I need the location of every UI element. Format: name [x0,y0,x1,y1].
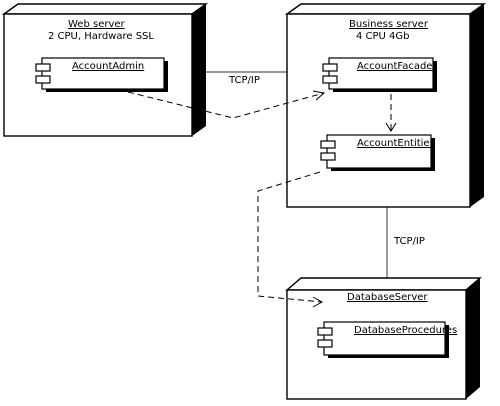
web-server-name: Web server [68,19,126,30]
link-business-database-label: TCP/IP [393,236,425,247]
business-server-spec: 4 CPU 4Gb [356,31,410,42]
component-database-procedures: DatabaseProcedures [317,321,457,358]
database-procedures-label: DatabaseProcedures [354,325,457,336]
account-admin-label: AccountAdmin [72,61,144,72]
link-web-business-label: TCP/IP [228,75,260,86]
dependency-admin-facade [127,90,326,119]
component-account-admin: AccountAdmin [35,57,168,92]
component-account-facade: AccountFacade [322,57,437,92]
business-server-name: Business server [349,19,429,30]
dependency-facade-entities [385,94,397,132]
node-business-server: Business server 4 CPU 4Gb [284,3,487,208]
web-server-spec: 2 CPU, Hardware SSL [48,31,154,42]
database-server-name: DatabaseServer [347,292,428,303]
account-facade-label: AccountFacade [357,61,432,72]
component-account-entities: AccountEntities [320,134,435,171]
dependency-entities-database [257,171,324,308]
account-entities-label: AccountEntities [357,138,435,149]
